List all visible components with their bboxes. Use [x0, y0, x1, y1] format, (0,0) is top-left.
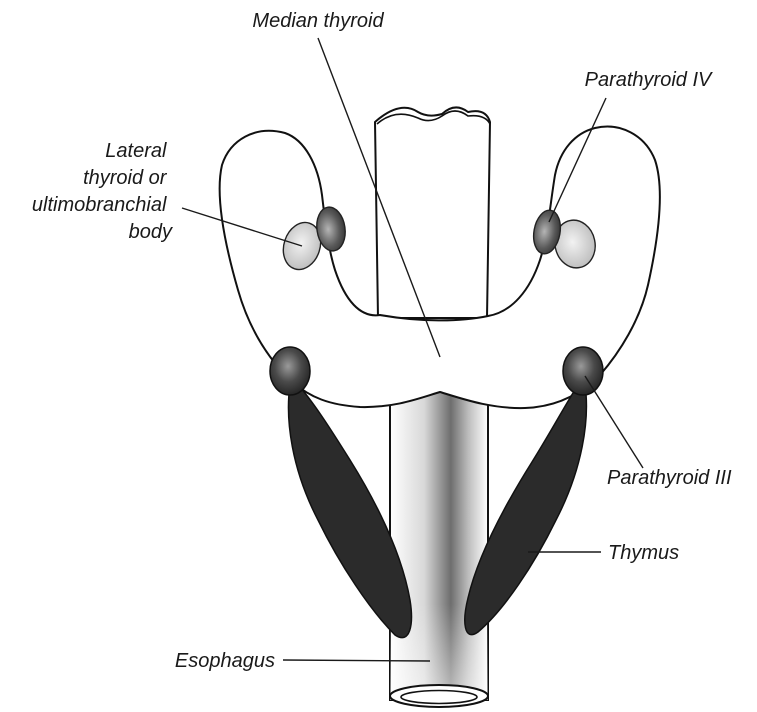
label-lateral-thyroid-line-2: thyroid or [83, 167, 168, 189]
parathyroid-iii-left [270, 347, 310, 395]
esophagus [390, 380, 488, 707]
parathyroid-iii-right [563, 347, 603, 395]
pharyngeal-tube [375, 107, 490, 318]
label-median-thyroid: Median thyroid [252, 10, 384, 32]
leader-esophagus [283, 660, 430, 661]
leader-parathyroid-iii [585, 376, 643, 468]
label-lateral-thyroid-line-3: ultimobranchial [32, 194, 167, 216]
label-lateral-thyroid-line-4: body [129, 221, 173, 243]
label-lateral-thyroid-line-1: Lateral [105, 140, 167, 162]
label-parathyroid-iii: Parathyroid III [607, 467, 732, 489]
label-thymus: Thymus [608, 542, 679, 564]
label-lateral-thyroid: Lateral thyroid or ultimobranchial body [32, 140, 173, 243]
label-parathyroid-iv: Parathyroid IV [585, 69, 713, 91]
label-esophagus: Esophagus [175, 650, 275, 672]
